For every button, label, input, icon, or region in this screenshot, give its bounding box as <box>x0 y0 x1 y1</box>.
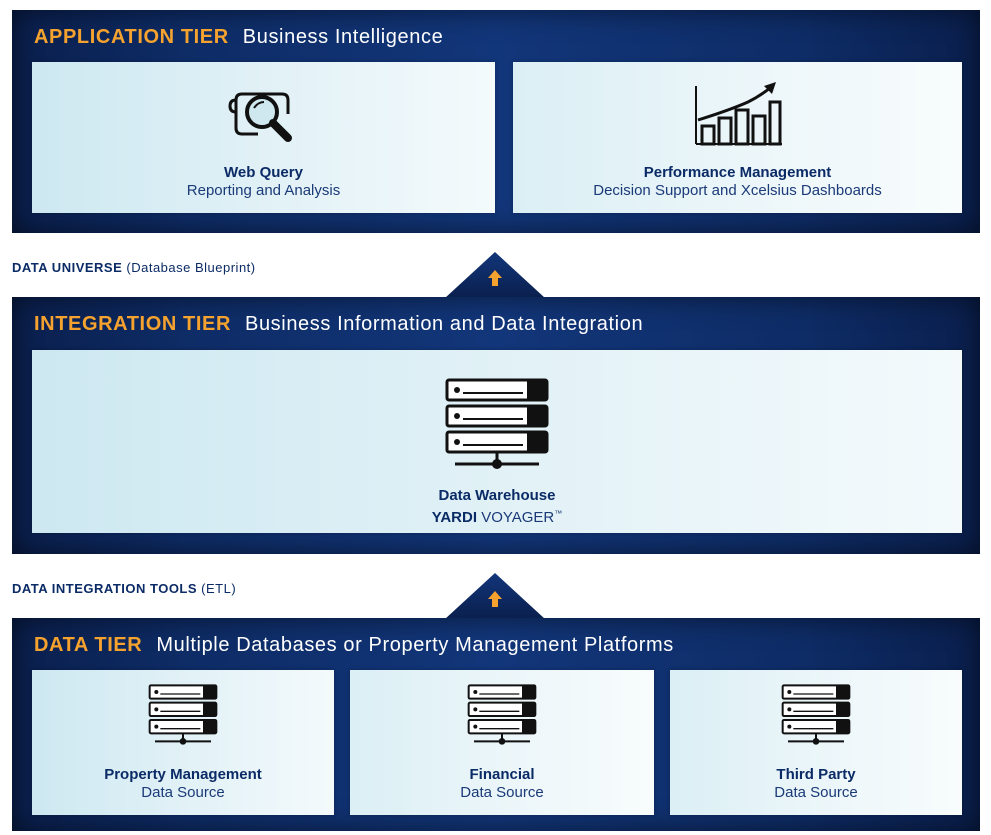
web-query-subtitle: Reporting and Analysis <box>186 182 341 199</box>
property-management-title: Property Management <box>104 766 262 783</box>
data-integration-tools-name: DATA INTEGRATION TOOLS <box>12 581 198 596</box>
financial-subtitle: Data Source <box>460 784 544 801</box>
data-integration-tools-paren: (ETL) <box>201 581 237 596</box>
application-tier-name: APPLICATION TIER <box>34 26 229 48</box>
server-stack-icon <box>148 684 218 745</box>
third-party-title: Third Party <box>776 766 856 783</box>
data-warehouse-title: Data Warehouse <box>438 487 556 504</box>
data-universe-paren: (Database Blueprint) <box>126 260 256 275</box>
performance-management-title: Performance Management <box>643 164 832 181</box>
application-tier-title: APPLICATION TIER Business Intelligence <box>34 26 443 49</box>
trademark-symbol: ™ <box>554 509 563 518</box>
magnifier-document-icon <box>227 92 292 142</box>
server-stack-icon <box>781 684 851 745</box>
arrow-up-icon <box>488 270 502 286</box>
server-stack-icon <box>467 684 537 745</box>
financial-card: Financial Data Source <box>350 670 654 815</box>
server-stack-icon <box>445 378 549 469</box>
yardi-brand: YARDI <box>431 509 478 526</box>
property-management-card: Property Management Data Source <box>32 670 334 815</box>
data-tier-panel: DATA TIER Multiple Databases or Property … <box>12 618 980 831</box>
arrow-up-icon <box>488 591 502 607</box>
integration-tier-panel: INTEGRATION TIER Business Information and… <box>12 297 980 554</box>
data-universe-name: DATA UNIVERSE <box>12 260 123 275</box>
integration-tier-name: INTEGRATION TIER <box>34 313 232 335</box>
data-universe-label: DATA UNIVERSE (Database Blueprint) <box>12 260 256 275</box>
data-tier-name: DATA TIER <box>34 634 143 656</box>
financial-title: Financial <box>469 766 535 783</box>
web-query-card: Web Query Reporting and Analysis <box>32 62 495 213</box>
application-tier-panel: APPLICATION TIER Business Intelligence We… <box>12 10 980 233</box>
data-tier-title: DATA TIER Multiple Databases or Property … <box>34 634 674 657</box>
integration-tier-subtitle: Business Information and Data Integratio… <box>245 313 644 335</box>
yardi-voyager-brand: YARDI VOYAGER™ <box>32 505 962 527</box>
application-tier-subtitle: Business Intelligence <box>242 26 444 48</box>
integration-tier-title: INTEGRATION TIER Business Information and… <box>34 313 643 336</box>
data-tier-subtitle: Multiple Databases or Property Managemen… <box>156 634 674 656</box>
data-warehouse-card: Data Warehouse YARDI VOYAGER™ <box>32 350 962 533</box>
web-query-title: Web Query <box>224 164 303 181</box>
growth-chart-icon <box>694 82 782 146</box>
third-party-subtitle: Data Source <box>774 784 858 801</box>
data-integration-connector <box>445 573 545 619</box>
performance-management-subtitle: Decision Support and Xcelsius Dashboards <box>593 182 882 199</box>
data-integration-tools-label: DATA INTEGRATION TOOLS (ETL) <box>12 581 236 596</box>
third-party-card: Third Party Data Source <box>670 670 962 815</box>
voyager-product: VOYAGER <box>481 509 555 526</box>
property-management-subtitle: Data Source <box>141 784 225 801</box>
performance-management-card: Performance Management Decision Support … <box>513 62 962 213</box>
data-universe-connector <box>445 252 545 298</box>
